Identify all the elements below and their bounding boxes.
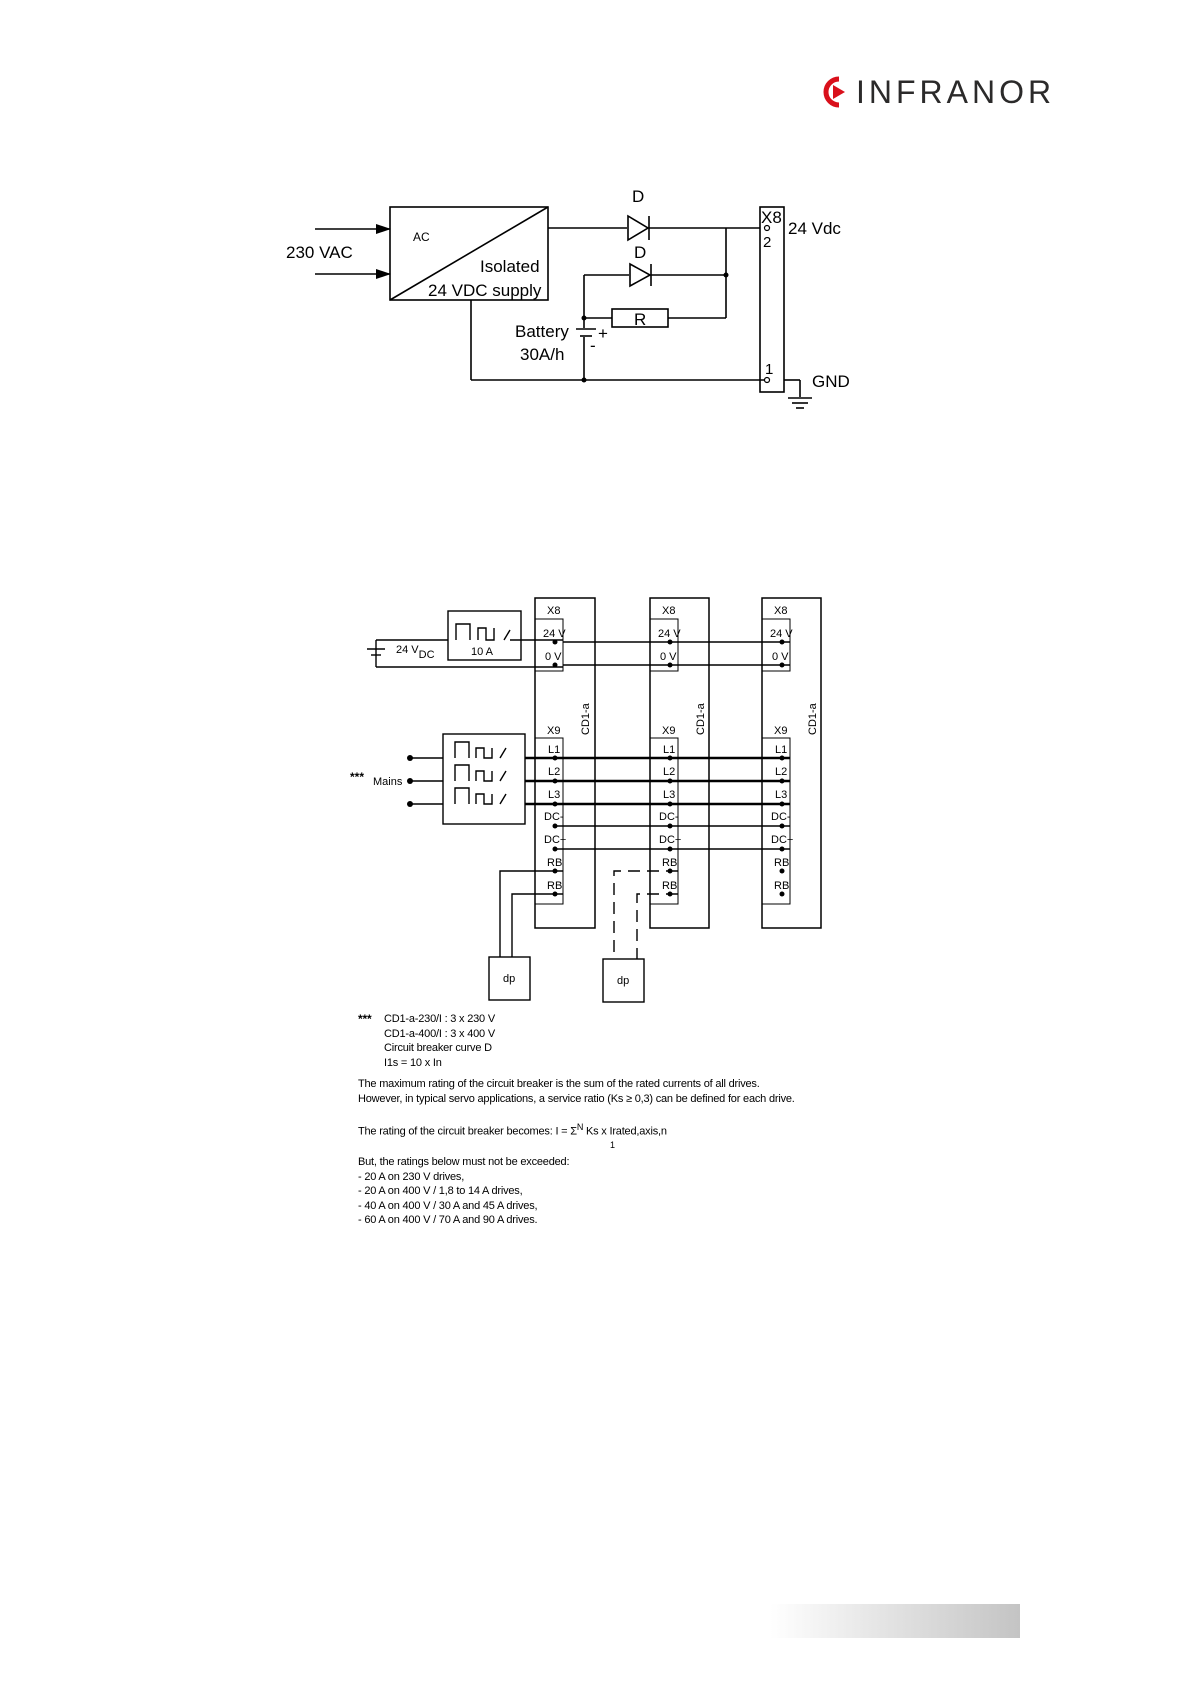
notes-stars: ***: [358, 1012, 372, 1026]
drive-2-model-label: CD1-a: [695, 702, 707, 735]
diode-bottom-label: D: [634, 243, 646, 262]
dc-supply-voltage: 24 V: [396, 644, 419, 656]
psu-label-line2: 24 VDC supply: [428, 281, 542, 300]
drive-2-pin-l3: L3: [663, 789, 675, 801]
drive-3-model-label: CD1-a: [807, 702, 819, 735]
drive-1-pin-dcminus: DC-: [544, 811, 564, 823]
formula-sub: 1: [610, 1140, 615, 1151]
spec-line: CD1-a-230/I : 3 x 230 V: [384, 1013, 495, 1025]
connector-x8-label: X8: [761, 208, 782, 227]
battery-label-line1: Battery: [515, 322, 569, 341]
limit-item: - 20 A on 400 V / 1,8 to 14 A drives,: [358, 1185, 523, 1198]
dc-supply-label: 24 VDC: [396, 644, 435, 661]
drive-3: X8 24 V 0 V CD1-a X9 L1 L2 L3 DC- DC+ RB…: [761, 597, 822, 929]
circuit-breaker-notes: *** CD1-a-230/I : 3 x 230 V CD1-a-400/I …: [358, 1012, 795, 1228]
battery-plus: +: [598, 324, 608, 343]
gnd-label: GND: [812, 372, 850, 391]
infranor-logo-mark: [823, 76, 845, 108]
battery-minus: -: [590, 336, 596, 355]
drive-2-pin-l1: L1: [663, 744, 675, 756]
drive-3-pin-rb1: RB: [774, 857, 789, 869]
drive-1-pin-l2: L2: [548, 766, 560, 778]
drive-1-pin-l1: L1: [548, 744, 560, 756]
pin-1-label: 1: [765, 361, 773, 378]
pin-2-label: 2: [763, 234, 771, 251]
input-voltage-label: 230 VAC: [286, 243, 353, 262]
drive-1-model-label: CD1-a: [580, 702, 592, 735]
rating-paragraph-line1: The maximum rating of the circuit breake…: [358, 1078, 760, 1090]
limits-intro: But, the ratings below must not be excee…: [358, 1156, 570, 1169]
dc-supply-subscript: DC: [419, 649, 435, 661]
mains-label: Mains: [373, 776, 403, 788]
formula-prefix: The rating of the circuit breaker become…: [358, 1125, 577, 1138]
drive-3-pin-l2: L2: [775, 766, 787, 778]
drive-3-0v-pin: 0 V: [772, 651, 789, 663]
breaker-rating-label: 10 A: [471, 646, 494, 658]
drive-1-pin-dcplus: DC+: [544, 834, 566, 846]
rating-formula: The rating of the circuit breaker become…: [358, 1120, 795, 1139]
infranor-logo: INFRANOR: [822, 72, 1055, 112]
psu-ac-label: AC: [413, 230, 430, 244]
drive-3-x9-label: X9: [774, 725, 787, 737]
drive-1-pin-l3: L3: [548, 789, 560, 801]
drive-1-24v-pin: 24 V: [543, 628, 566, 640]
drive-1-0v-pin: 0 V: [545, 651, 562, 663]
diode-top-label: D: [632, 187, 644, 206]
footer-bar: [770, 1604, 1020, 1638]
drives-wiring-diagram: X8 24 V 0 V CD1-a X9 L1 L2 L3 DC- DC+ RB…: [350, 597, 822, 1003]
drive-3-24v-pin: 24 V: [770, 628, 793, 640]
drive-1-pin-rb1: RB: [547, 857, 562, 869]
braking-resistor-2-label: dp: [617, 975, 629, 987]
drive-1-pin-rb2: RB: [547, 880, 562, 892]
drive-3-pin-dcminus: DC-: [771, 811, 791, 823]
backup-supply-diagram: 230 VAC AC Isolated 24 VDC supply D D R …: [286, 187, 850, 409]
drive-2-pin-dcplus: DC+: [659, 834, 681, 846]
limit-item: - 40 A on 400 V / 30 A and 45 A drives,: [358, 1199, 538, 1212]
limit-item: - 60 A on 400 V / 70 A and 90 A drives.: [358, 1214, 538, 1227]
formula-sup: N: [576, 1122, 584, 1132]
drive-3-pin-l3: L3: [775, 789, 787, 801]
drive-2-x8-label: X8: [662, 605, 675, 617]
drive-3-pin-rb2: RB: [774, 880, 789, 892]
mains-stars: ***: [350, 770, 364, 784]
drive-2-pin-dcminus: DC-: [659, 811, 679, 823]
resistor-label: R: [634, 310, 646, 329]
spec-line: I1s = 10 x In: [384, 1056, 442, 1069]
battery-label-line2: 30A/h: [520, 345, 564, 364]
drive-3-pin-dcplus: DC+: [771, 834, 793, 846]
drive-1: X8 24 V 0 V CD1-a X9 L1 L2 L3 DC- DC+ RB…: [534, 597, 596, 929]
spec-line: CD1-a-400/I : 3 x 400 V: [384, 1027, 495, 1040]
drive-2-0v-pin: 0 V: [660, 651, 677, 663]
drive-2-24v-pin: 24 V: [658, 628, 681, 640]
brand-name: INFRANOR: [856, 74, 1056, 110]
drive-2-pin-rb2: RB: [662, 880, 677, 892]
drive-2-x9-label: X9: [662, 725, 675, 737]
drive-1-x9-label: X9: [547, 725, 560, 737]
psu-label-line1: Isolated: [480, 257, 540, 276]
drive-2: X8 24 V 0 V CD1-a X9 L1 L2 L3 DC- DC+ RB…: [649, 597, 710, 929]
drive-3-x8-label: X8: [774, 605, 787, 617]
drive-1-x8-label: X8: [547, 605, 560, 617]
rating-paragraph-line2: However, in typical servo applications, …: [358, 1092, 795, 1105]
spec-list: CD1-a-230/I : 3 x 230 V CD1-a-400/I : 3 …: [358, 1012, 795, 1070]
drive-3-pin-l1: L1: [775, 744, 787, 756]
drive-2-pin-l2: L2: [663, 766, 675, 778]
output-voltage-label: 24 Vdc: [788, 219, 841, 238]
braking-resistor-1-label: dp: [503, 973, 515, 985]
limit-item: - 20 A on 230 V drives,: [358, 1170, 465, 1183]
formula-rest: Ks x Irated,axis,n: [583, 1125, 667, 1138]
drive-2-pin-rb1: RB: [662, 857, 677, 869]
spec-line: Circuit breaker curve D: [384, 1042, 492, 1054]
